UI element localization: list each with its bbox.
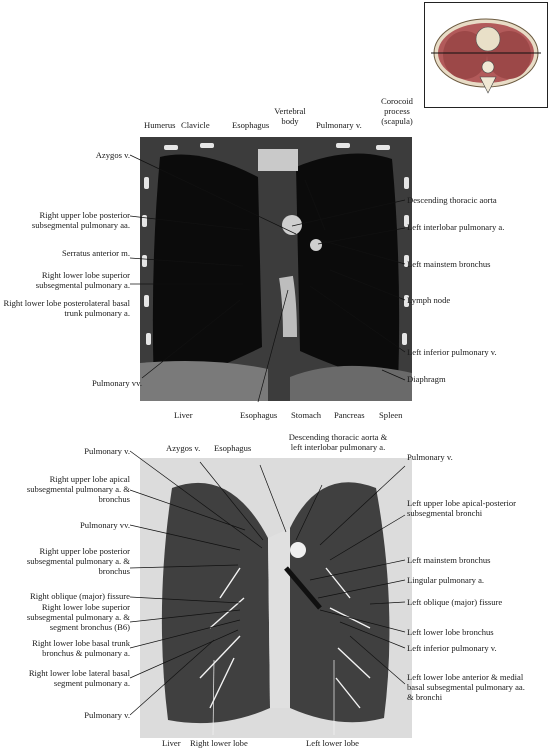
label-rll-basal: Right lower lobe basal trunk bronchus & … [32, 638, 130, 658]
coronal-ct-bottom-drawing [140, 458, 412, 738]
label-diaphragm: Diaphragm [407, 374, 446, 384]
label-rul-post-top: Right upper lobe posterior subsegmental … [31, 210, 130, 230]
label-vertebral-body: Vertebral body [274, 106, 306, 126]
label-left-oblique: Left oblique (major) fissure [407, 597, 503, 607]
label-clavicle: Clavicle [181, 120, 210, 130]
label-pulmonary-v-low: Pulmonary v. [84, 710, 130, 720]
label-left-mainstem-bottom: Left mainstem bronchus [407, 555, 491, 565]
label-desc-aorta: Descending thoracic aorta [407, 195, 497, 205]
label-lul-apical: Left upper lobe apical-posterior subsegm… [407, 498, 517, 518]
label-right-oblique: Right oblique (major) fissure [29, 591, 130, 601]
label-serratus: Serratus anterior m. [61, 248, 130, 258]
label-spleen: Spleen [379, 410, 403, 420]
label-pulmonary-v-right: Pulmonary v. [407, 452, 453, 462]
label-lll-ant-med: Left lower lobe anterior & medial basal … [407, 672, 525, 702]
label-lymph-node: Lymph node [407, 295, 451, 305]
label-rul-post-bottom: Right upper lobe posterior subsegmental … [26, 546, 130, 576]
label-pulmonary-v-top: Pulmonary v. [316, 120, 362, 130]
label-rul-apical: Right upper lobe apical subsegmental pul… [26, 474, 130, 504]
label-esophagus-bottom: Esophagus [240, 410, 278, 420]
label-pancreas: Pancreas [334, 410, 365, 420]
label-left-inf-pv-top: Left inferior pulmonary v. [407, 347, 497, 357]
label-rll-lateral: Right lower lobe lateral basal segment p… [28, 668, 130, 688]
label-azygos-top: Azygos v. [95, 150, 130, 160]
label-left-lower-lobe: Left lower lobe [306, 738, 359, 748]
label-desc-aorta-interlobar: Descending thoracic aorta & left interlo… [288, 432, 388, 452]
label-rll-postlat: Right lower lobe posterolateral basal tr… [3, 298, 130, 318]
label-left-inf-pv-bottom: Left inferior pulmonary v. [407, 643, 497, 653]
label-rll-sup-top: Right lower lobe superior subsegmental p… [35, 270, 130, 290]
label-left-lower-bronchus: Left lower lobe bronchus [407, 627, 494, 637]
label-pulmonary-v-bottom-top: Pulmonary v. [84, 446, 130, 456]
label-pulm-vv-top: Pulmonary vv. [91, 378, 142, 388]
label-coracoid: Corocoid process (scapula) [381, 96, 413, 126]
label-left-interlobar: Left interlobar pulmonary a. [407, 222, 505, 232]
axial-locator-inset [424, 2, 548, 108]
label-pulm-vv-bottom: Pulmonary vv. [79, 520, 130, 530]
coronal-ct-bottom [140, 458, 412, 738]
label-azygos-bottom: Azygos v. [166, 443, 201, 453]
label-lingular: Lingular pulmonary a. [407, 575, 485, 585]
label-rll-sup-bottom: Right lower lobe superior subsegmental p… [26, 602, 130, 632]
label-left-mainstem-top: Left mainstem bronchus [407, 259, 491, 269]
label-humerus: Humerus [144, 120, 176, 130]
label-right-lower-lobe: Right lower lobe [190, 738, 248, 748]
label-esophagus-top: Esophagus [232, 120, 270, 130]
label-esophagus-bottom-panel: Esophagus [214, 443, 252, 453]
label-liver-bottom: Liver [162, 738, 181, 748]
axial-locator-drawing [431, 18, 541, 94]
label-stomach: Stomach [291, 410, 322, 420]
label-liver-top: Liver [174, 410, 193, 420]
